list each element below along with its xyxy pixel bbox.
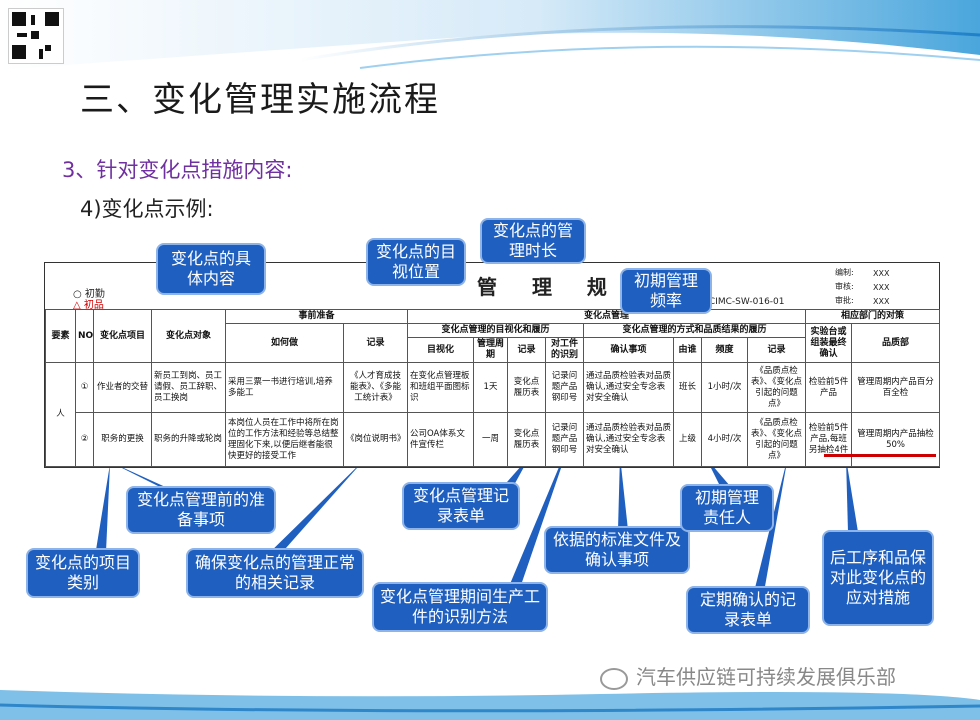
col-mgmt: 变化点管理 xyxy=(407,309,807,324)
cell-no: ① xyxy=(75,362,94,413)
cell-inspect: 检验前5件产品,每班另抽检4件 xyxy=(805,412,853,467)
sign-value-review: XXX xyxy=(873,283,890,292)
callout-category: 变化点的项目类别 xyxy=(26,548,140,598)
cell-rec2: 变化点履历表 xyxy=(507,412,547,467)
table-row: 人 ① 作业者的交替 新员工到岗、员工请假、员工辞职、员工换岗 采用三票一书进行… xyxy=(45,362,941,467)
cell-period: 1天 xyxy=(473,362,509,413)
callout-periodic-form: 定期确认的记录表单 xyxy=(686,586,810,634)
legend-close: △ 初品 xyxy=(73,300,104,311)
col-inspect: 实验台或组装最终确认 xyxy=(805,323,853,363)
callout-init-freq: 初期管理频率 xyxy=(620,268,712,314)
col-who: 由谁 xyxy=(673,337,703,363)
col-identify: 对工件的识别 xyxy=(545,337,585,363)
cell-rec3: 《品质点检表》、《变化点引起的问题点》 xyxy=(747,362,807,413)
watermark-text: 汽车供应链可持续发展俱乐部 xyxy=(636,665,896,689)
section-heading: 3、针对变化点措施内容: xyxy=(62,158,293,182)
col-how: 如何做 xyxy=(225,323,344,363)
cell-freq: 1小时/次 xyxy=(701,362,749,413)
slide-title: 三、变化管理实施流程 xyxy=(80,80,440,120)
col-record: 记录 xyxy=(342,323,409,363)
rules-form: ○ 初勤 △ 初品 管 理 规 则 文件编号: CIMC-SW-016-01 编… xyxy=(44,262,941,468)
col-item: 变化点项目 xyxy=(93,309,152,363)
col-rec3: 记录 xyxy=(747,337,807,363)
wechat-icon xyxy=(600,667,628,690)
form-code: 文件编号: CIMC-SW-016-01 xyxy=(667,297,785,307)
callout-downstream: 后工序和品保对此变化点的应对措施 xyxy=(822,530,934,626)
cell-record: 《岗位说明书》 xyxy=(342,412,409,467)
col-visual: 目视化 xyxy=(407,337,475,363)
col-rec2: 记录 xyxy=(507,337,547,363)
cell-period: 一周 xyxy=(473,412,509,467)
col-freq: 频度 xyxy=(701,337,749,363)
col-confirm: 确认事项 xyxy=(583,337,675,363)
cell-rec3: 《品质点检表》、《变化点引起的问题点》 xyxy=(747,412,807,467)
sign-label-review: 审核: xyxy=(835,282,854,291)
sign-value-approve: XXX xyxy=(873,297,890,306)
callout-records: 确保变化点的管理正常的相关记录 xyxy=(186,548,364,598)
legend-open: ○ 初勤 xyxy=(73,289,105,300)
callout-init-owner: 初期管理责任人 xyxy=(680,484,774,532)
emphasis-underline xyxy=(824,454,936,457)
callout-std-doc: 依据的标准文件及确认事项 xyxy=(544,526,690,574)
cell-confirm: 通过品质检验表对品质确认,通过安全专念表对安全确认 xyxy=(583,362,675,413)
sign-label-edit: 编制: xyxy=(835,268,854,277)
watermark: 汽车供应链可持续发展俱乐部 xyxy=(600,661,896,690)
cell-visual: 公司OA体系文件宣传栏 xyxy=(407,412,475,467)
cell-how: 本岗位人员在工作中将所在岗位的工作方法和经验等总结整理固化下来,以便后继者能很快… xyxy=(225,412,344,467)
change-point-table: 要素 NO 变化点项目 变化点对象 事前准备 变化点管理 相应部门的对策 如何做… xyxy=(45,309,941,467)
cell-how: 采用三票一书进行培训,培养多能工 xyxy=(225,362,344,413)
cell-who: 上级 xyxy=(673,412,703,467)
cell-confirm: 通过品质检验表对品质确认,通过安全专念表对安全确认 xyxy=(583,412,675,467)
cell-rec2: 变化点履历表 xyxy=(507,362,547,413)
cell-object: 职务的升降或轮岗 xyxy=(151,412,226,467)
callout-identify-method: 变化点管理期间生产工件的识别方法 xyxy=(372,582,548,632)
col-no: NO xyxy=(75,309,94,363)
cell-identify: 记录问题产品钢印号 xyxy=(545,412,585,467)
element-cell: 人 xyxy=(45,362,76,467)
sign-label-approve: 审批: xyxy=(835,296,854,305)
callout-prep: 变化点管理前的准备事项 xyxy=(126,486,276,534)
callout-visual-position: 变化点的目视位置 xyxy=(366,238,466,286)
cell-inspect: 检验前5件产品 xyxy=(805,362,853,413)
col-prep: 事前准备 xyxy=(224,309,409,324)
cell-who: 班长 xyxy=(673,362,703,413)
col-period: 管理周期 xyxy=(473,337,509,363)
table-row: ② 职务的更换 职务的升降或轮岗 本岗位人员在工作中将所在岗位的工作方法和经验等… xyxy=(46,412,941,467)
example-heading: 4)变化点示例: xyxy=(80,197,214,221)
col-element: 要素 xyxy=(45,309,76,363)
cell-no: ② xyxy=(75,412,94,467)
cell-visual: 在变化点管理板和班组平面图标识 xyxy=(407,362,475,413)
qr-code-icon xyxy=(8,8,64,64)
col-object: 变化点对象 xyxy=(151,309,226,363)
cell-quality: 管理周期内产品抽检50% xyxy=(851,412,941,467)
callout-content: 变化点的具体内容 xyxy=(156,243,266,295)
col-visual-hist: 变化点管理的目视化和履历 xyxy=(407,323,585,338)
callout-record-form: 变化点管理记录表单 xyxy=(402,482,520,530)
cell-item: 作业者的交替 xyxy=(93,362,152,413)
cell-record: 《人才育成技能表》、《多能工统计表》 xyxy=(342,362,409,413)
col-quality: 品质部 xyxy=(851,323,941,363)
col-confirm-group: 变化点管理的方式和品质结果的履历 xyxy=(583,323,807,338)
cell-quality: 管理周期内产品百分百全检 xyxy=(851,362,941,413)
sign-value-edit: XXX xyxy=(873,269,890,278)
callout-mgmt-time: 变化点的管理时长 xyxy=(480,218,586,264)
cell-identify: 记录问题产品钢印号 xyxy=(545,362,585,413)
cell-item: 职务的更换 xyxy=(93,412,152,467)
cell-object: 新员工到岗、员工请假、员工辞职、员工换岗 xyxy=(151,362,226,413)
cell-freq: 4小时/次 xyxy=(701,412,749,467)
col-dept: 相应部门的对策 xyxy=(805,309,941,324)
